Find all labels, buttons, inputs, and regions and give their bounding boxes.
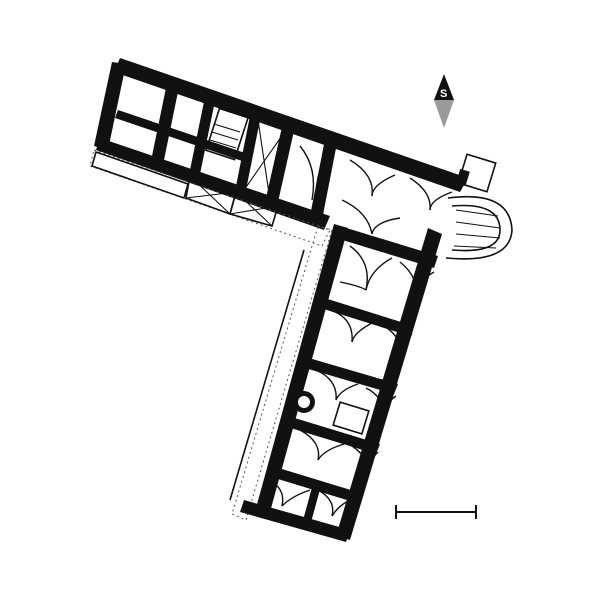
west-wing-vaults (299, 145, 453, 235)
west-wing-cross-wall-3 (236, 106, 262, 190)
south-wing-cross-wall-3 (298, 356, 398, 394)
apse-curve-outer (445, 195, 513, 260)
west-wing-stair (204, 107, 250, 161)
compass-label: S (440, 88, 447, 100)
west-wing-south-strip (91, 150, 189, 200)
apse-tower (457, 153, 497, 193)
west-wing-mid-wall (115, 110, 248, 162)
spiral-staircase (293, 391, 315, 413)
north-arrow: S (434, 74, 454, 128)
west-wing-south-face (89, 149, 331, 247)
compass-dark-half (434, 74, 454, 100)
small-room (332, 401, 370, 435)
apse-curve-inner (451, 204, 501, 252)
south-wing-cross-wall-2 (314, 296, 414, 336)
scale-bar (395, 505, 477, 519)
south-wing-south-wall (240, 500, 350, 542)
west-wing-cross-wall-2 (190, 92, 216, 174)
west-wing-west-wall (94, 62, 126, 150)
south-wing-cross-wall-1 (336, 226, 438, 268)
west-wing (89, 58, 468, 247)
compass-light-half (434, 100, 454, 128)
apse (445, 153, 513, 260)
west-wing-cross-wall-1 (152, 78, 180, 160)
south-wing (229, 224, 442, 542)
south-wing-end-divider (302, 480, 322, 526)
west-wing-cross-wall-5 (310, 134, 338, 220)
west-wing-hatched-bays (185, 118, 287, 227)
south-wing-west-wall (256, 224, 348, 512)
south-wing-cross-wall-4 (284, 416, 380, 454)
south-wing-vaults (267, 245, 435, 517)
west-wing-cross-wall-4 (266, 118, 296, 202)
